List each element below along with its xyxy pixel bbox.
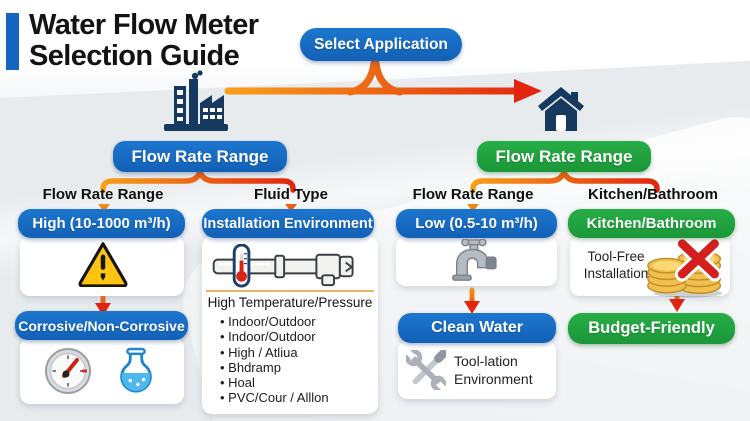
residential-flow-rate-range-pill: Flow Rate Range — [477, 141, 651, 172]
list-item: PVC/Cour / Alllon — [220, 390, 328, 405]
crossed-tools-icon — [404, 348, 448, 393]
list-item: Indoor/Outdoor — [220, 314, 329, 329]
branch-label-fluid-type: Fluid Type — [254, 186, 328, 203]
branch-label-flow-rate-right: Flow Rate Range — [412, 186, 534, 203]
select-application-pill: Select Application — [300, 28, 462, 61]
tool-note-line-1: Tool-lation — [454, 353, 518, 369]
low-flow-pill: Low (0.5-10 m³/h) — [396, 209, 557, 238]
high-flow-pill: High (10-1000 m³/h) — [18, 209, 185, 238]
branch-label-kitchen-bathroom: Kitchen/Bathroom — [587, 186, 718, 203]
coins-no-cost-icon — [644, 236, 728, 299]
environment-bullet-list: Indoor/Outdoor Indoor/Outdoor High / Atl… — [220, 314, 329, 406]
tool-free-line-2: Installation — [583, 266, 649, 281]
pressure-gauge-icon — [44, 347, 92, 395]
title-line-1: Water Flow Meter — [29, 9, 259, 41]
pipe-thermometer-illustration — [210, 243, 368, 289]
budget-friendly-pill: Budget-Friendly — [568, 313, 735, 344]
corrosive-pill: Corrosive/Non-Corrosive — [15, 311, 188, 340]
house-icon — [536, 85, 586, 133]
kitchen-bathroom-pill: Kitchen/Bathroom — [568, 209, 735, 238]
tool-environment-note: Tool-lation Environment — [454, 352, 533, 388]
installation-environment-pill: Installation Environment — [202, 209, 374, 238]
industrial-flow-rate-range-pill: Flow Rate Range — [113, 141, 287, 172]
tool-free-card: Tool-Free Installation — [570, 236, 730, 299]
list-item: Hoal — [220, 375, 329, 390]
warning-triangle-icon — [77, 240, 129, 288]
environment-heading: High Temperature/Pressure — [207, 295, 373, 310]
page-title: Water Flow Meter Selection Guide — [29, 9, 259, 72]
card-divider — [206, 290, 374, 292]
factory-icon — [162, 70, 230, 134]
faucet-icon — [444, 238, 500, 283]
title-accent-bar — [6, 13, 19, 70]
list-item: Indoor/Outdoor — [220, 329, 329, 344]
tool-environment-card: Tool-lation Environment — [398, 341, 556, 399]
clean-water-pill: Clean Water — [398, 313, 556, 343]
list-item: High / Atliua — [220, 345, 329, 360]
title-line-2: Selection Guide — [29, 40, 240, 72]
branch-label-flow-rate-left: Flow Rate Range — [42, 186, 164, 203]
chemical-flask-icon — [114, 347, 158, 395]
list-item: Bhdramp — [220, 360, 329, 375]
tool-free-note: Tool-Free Installation — [578, 248, 654, 282]
tool-note-line-2: Environment — [454, 371, 533, 387]
tool-free-line-1: Tool-Free — [587, 249, 645, 264]
